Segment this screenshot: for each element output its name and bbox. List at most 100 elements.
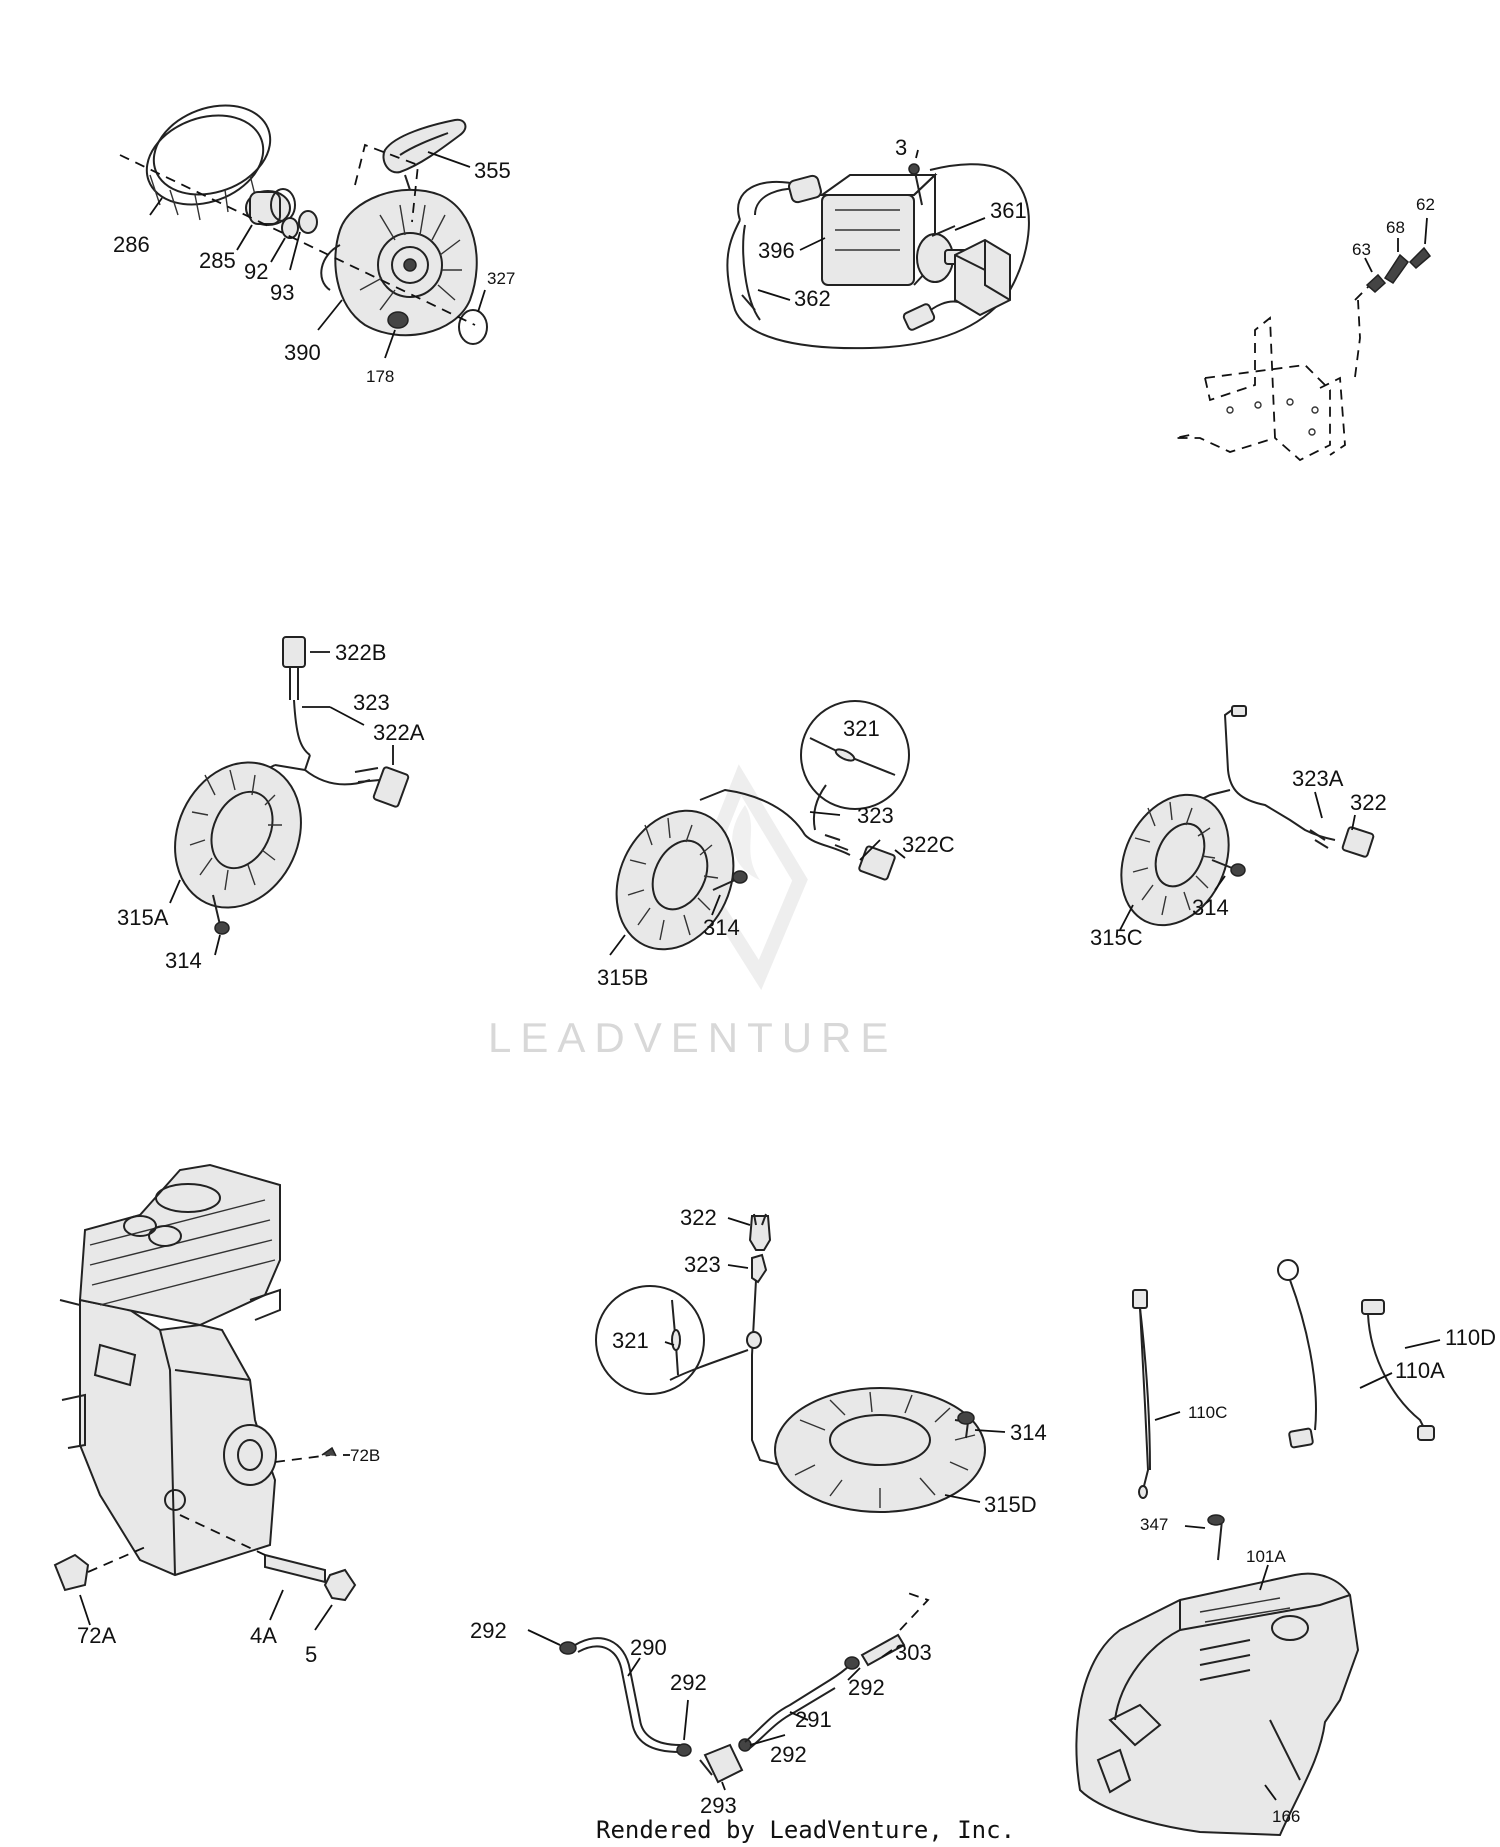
callout-322b: 322B xyxy=(335,640,386,665)
part-3-screw xyxy=(914,171,923,206)
part-63 xyxy=(1365,273,1387,294)
stator-315b xyxy=(615,809,735,951)
callout-291: 291 xyxy=(795,1707,832,1732)
callout-63: 63 xyxy=(1352,240,1371,259)
part-322c-connector xyxy=(858,845,896,881)
callout-110a: 110A xyxy=(1395,1358,1445,1383)
part-314-bolt xyxy=(212,894,221,926)
callout-68: 68 xyxy=(1386,218,1405,237)
switch-box xyxy=(954,238,1011,317)
part-322a-connector xyxy=(372,766,410,808)
alternator-315b-group xyxy=(615,700,910,951)
callout-323-d: 323 xyxy=(684,1252,721,1277)
part-292-clamp-a xyxy=(559,1641,577,1655)
part-110a-ring-terminal xyxy=(1277,1259,1299,1281)
callout-390: 390 xyxy=(284,340,321,365)
engine-shroud-group xyxy=(1075,1514,1360,1837)
stator-315d xyxy=(774,1387,986,1513)
callout-285: 285 xyxy=(199,248,236,273)
recoil-starter-group xyxy=(119,104,488,345)
callout-361: 361 xyxy=(990,198,1027,223)
inset-circle-321-d xyxy=(595,1285,705,1395)
engine-block-group xyxy=(59,1163,281,1577)
part-92-washer xyxy=(281,217,299,239)
starter-motor-group xyxy=(726,163,1030,350)
part-314-bolt-c xyxy=(1211,859,1233,869)
alternator-315c-group xyxy=(1120,705,1375,927)
footer-credit: Rendered by LeadVenture, Inc. xyxy=(596,1816,1015,1844)
part-68 xyxy=(1383,253,1410,285)
callout-178: 178 xyxy=(366,367,394,386)
wire-leads-group xyxy=(1132,1259,1435,1499)
callout-92: 92 xyxy=(244,259,268,284)
callout-303: 303 xyxy=(895,1640,932,1665)
callout-396: 396 xyxy=(758,238,795,263)
part-322-connector xyxy=(1341,826,1375,858)
callout-355: 355 xyxy=(474,158,511,183)
callout-323-b: 323 xyxy=(857,803,894,828)
callout-362: 362 xyxy=(794,286,831,311)
watermark-text: LEADVENTURE xyxy=(488,1014,897,1061)
callout-72b: 72B xyxy=(350,1446,380,1465)
callout-110d: 110D xyxy=(1445,1325,1496,1350)
callout-321-d: 321 xyxy=(612,1328,649,1353)
part-322-connector-d xyxy=(748,1215,772,1251)
part-355-handle xyxy=(382,118,467,191)
callout-314-b: 314 xyxy=(703,915,740,940)
part-314-bolt-b xyxy=(712,879,736,891)
callout-3: 3 xyxy=(895,135,907,160)
part-286-ring xyxy=(145,104,272,221)
callout-323-a: 323 xyxy=(353,690,390,715)
callout-314-d: 314 xyxy=(1010,1420,1047,1445)
callout-293: 293 xyxy=(700,1793,737,1818)
callout-5: 5 xyxy=(305,1642,317,1667)
part-323-d xyxy=(751,1253,768,1284)
callout-315d: 315D xyxy=(984,1492,1037,1517)
callout-315c: 315C xyxy=(1090,925,1143,950)
part-178-nut xyxy=(387,311,409,329)
stator-315a xyxy=(174,761,302,909)
callout-110c: 110C xyxy=(1188,1403,1227,1422)
callout-314-c: 314 xyxy=(1192,895,1229,920)
callout-72a: 72A xyxy=(77,1623,116,1648)
callout-292-a: 292 xyxy=(470,1618,507,1643)
callout-322a: 322A xyxy=(373,720,425,745)
callout-290: 290 xyxy=(630,1635,667,1660)
callout-315b: 315B xyxy=(597,965,648,990)
part-327-ring xyxy=(458,309,488,345)
callout-322-a: 322 xyxy=(1350,790,1387,815)
callout-62: 62 xyxy=(1416,195,1435,214)
part-72a xyxy=(53,1553,90,1592)
part-322b-connector xyxy=(282,636,306,668)
part-110d-terminal xyxy=(1361,1299,1385,1315)
part-293-filter xyxy=(703,1743,744,1784)
part-93-nut xyxy=(298,210,318,234)
alternator-315a-group xyxy=(174,636,410,935)
callout-292-c: 292 xyxy=(770,1742,807,1767)
bracket-group xyxy=(1174,246,1432,462)
part-292-clamp-b xyxy=(676,1743,692,1757)
callout-286: 286 xyxy=(113,232,150,257)
callout-321-a: 321 xyxy=(843,716,880,741)
callout-315a: 315A xyxy=(117,905,169,930)
part-110c-terminal xyxy=(1132,1289,1148,1309)
part-5-nut xyxy=(323,1568,357,1602)
part-285-cup xyxy=(245,188,296,226)
callout-314-a: 314 xyxy=(165,948,202,973)
cylinder-head xyxy=(78,1163,281,1327)
callout-347: 347 xyxy=(1140,1515,1168,1534)
alternator-315d-group xyxy=(595,1213,986,1513)
part-361-screw xyxy=(931,225,956,237)
plug-end xyxy=(788,174,822,204)
callout-327: 327 xyxy=(487,269,515,288)
part-396-motor xyxy=(818,172,972,286)
callout-166: 166 xyxy=(1272,1807,1300,1826)
inset-circle-321 xyxy=(800,700,910,810)
callout-292-d: 292 xyxy=(848,1675,885,1700)
part-72b xyxy=(321,1446,337,1457)
part-62 xyxy=(1408,246,1432,270)
callout-322c: 322C xyxy=(902,832,955,857)
part-347-bolt xyxy=(1210,1519,1224,1561)
callout-323a: 323A xyxy=(1292,766,1344,791)
